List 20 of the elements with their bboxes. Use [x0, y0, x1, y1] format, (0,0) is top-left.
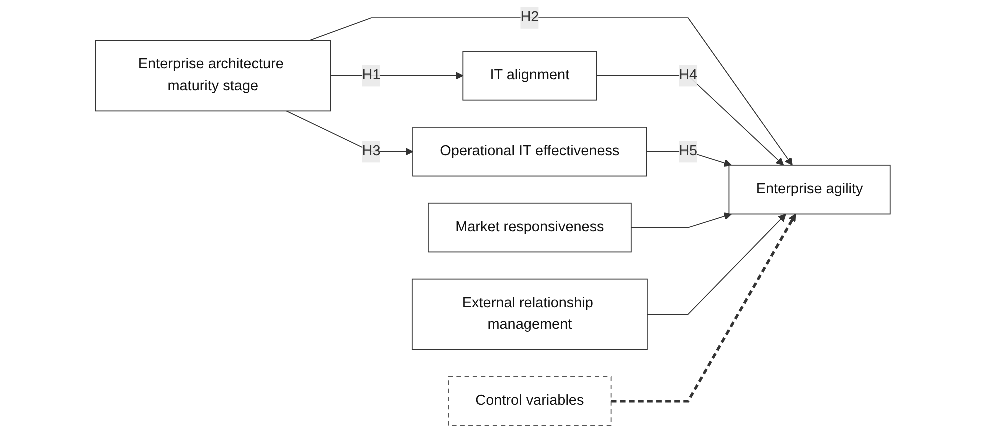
- edge-label: H2: [520, 10, 540, 26]
- arrow: [646, 151, 732, 168]
- node-box: External relationship management: [412, 278, 648, 350]
- arrow: [596, 75, 784, 166]
- edge-label: H3: [362, 144, 381, 160]
- edge-label: H4: [679, 68, 698, 84]
- edge-label: H1: [362, 68, 381, 84]
- node-box: Market responsiveness: [428, 202, 632, 253]
- arrow: [286, 110, 414, 156]
- arrow: [330, 72, 464, 80]
- node-box: Enterprise architecture maturity stage: [95, 40, 332, 112]
- node-box: Enterprise agility: [728, 164, 891, 215]
- node-box: IT alignment: [462, 51, 598, 101]
- edge-label: H5: [679, 144, 698, 160]
- arrow: [309, 18, 793, 166]
- node-box: Operational IT effectiveness: [412, 127, 648, 177]
- node-box: Control variables: [448, 376, 612, 426]
- arrow: [647, 214, 786, 316]
- arrow: [630, 212, 732, 228]
- arrow: [611, 214, 796, 403]
